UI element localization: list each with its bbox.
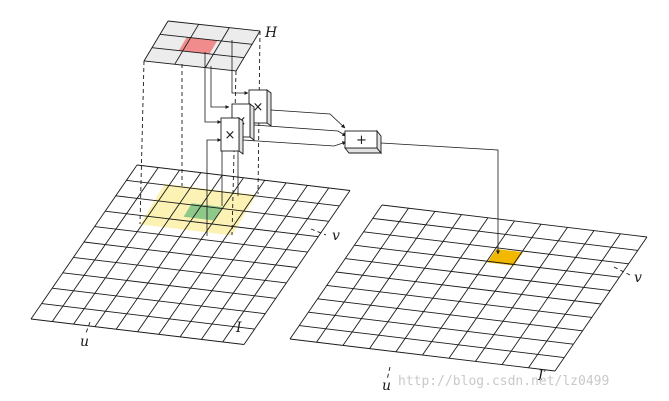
sum-symbol: + <box>356 133 367 148</box>
kernel-grid-col-line <box>204 27 230 68</box>
output-grid-row-line <box>363 231 629 265</box>
sum-block: + <box>344 129 382 155</box>
projection-guides <box>139 30 261 236</box>
kernel-grid-col-line <box>174 24 200 65</box>
input-grid-row-line <box>30 318 245 345</box>
output-grid-row-line <box>381 204 648 238</box>
output-grid-row-line <box>372 217 638 251</box>
multiplier-1: × <box>220 117 244 155</box>
kernel-grid-col-line <box>235 30 261 72</box>
input-grid-row-line <box>52 287 266 315</box>
multiply-symbol: × <box>253 100 264 115</box>
output-grid-row-line <box>317 298 583 332</box>
input-grid-row-line <box>136 164 351 191</box>
input-grid-row-line <box>94 226 308 253</box>
output-image-grid: v u I′ <box>289 204 648 394</box>
kernel-wires <box>204 40 249 124</box>
output-grid-row-line <box>289 338 556 372</box>
kernel-label: H <box>264 25 278 41</box>
input-v-label: v <box>332 228 340 244</box>
output-grid-row-line <box>326 284 592 318</box>
kernel-grid-row-line <box>143 60 237 72</box>
kernel-grid-row-line <box>159 33 253 45</box>
kernel-grid-col-line <box>143 20 169 62</box>
input-wires <box>206 138 239 236</box>
output-u-label: u <box>382 378 391 394</box>
input-grid-row-line <box>73 256 287 284</box>
input-grid-row-line <box>62 272 276 299</box>
kernel-grid-row-line <box>167 20 261 32</box>
output-wire <box>380 142 500 255</box>
watermark: http://blog.csdn.net/lz0499 <box>398 374 609 389</box>
output-grid-row-line <box>299 325 565 359</box>
output-grid-row-line <box>335 271 602 305</box>
output-grid-row-line <box>354 244 620 278</box>
kernel-grid: H <box>143 20 278 72</box>
input-image-label: I <box>235 320 242 336</box>
output-grid-row-line <box>308 311 574 345</box>
output-image-label: I′ <box>537 368 548 384</box>
kernel-grid-row-line <box>151 47 245 59</box>
multiply-symbol: × <box>225 128 236 143</box>
sum-wires <box>242 109 347 147</box>
output-grid-row-line <box>345 258 611 292</box>
input-image-grid: v u I <box>30 164 351 350</box>
input-grid-row-line <box>41 303 255 330</box>
output-v-label: v <box>634 270 642 286</box>
input-grid-row-line <box>83 241 298 268</box>
input-u-label: u <box>80 334 89 350</box>
input-grid-row-line <box>115 195 329 222</box>
input-grid-row-line <box>105 210 319 238</box>
multiplier-stack: × × × <box>220 89 272 155</box>
